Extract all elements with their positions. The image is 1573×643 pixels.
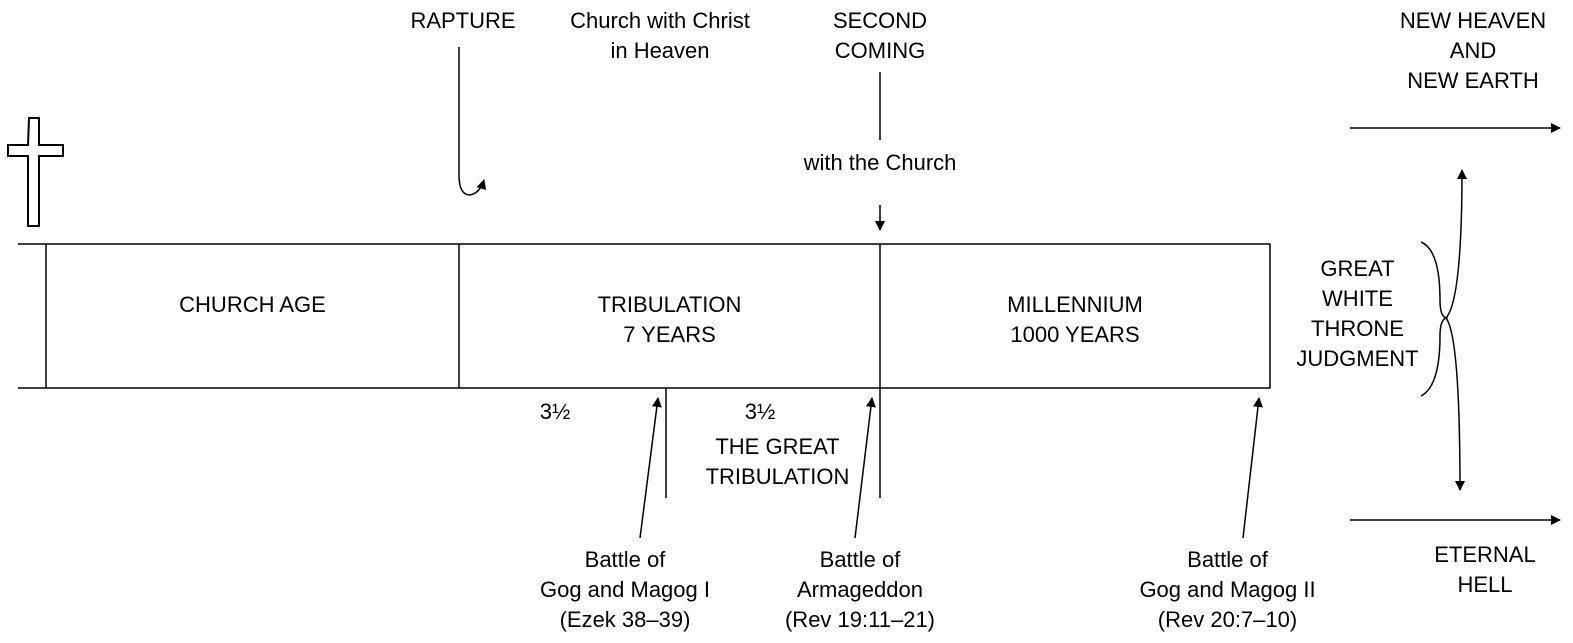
judgment-label: GREAT WHITE THRONE JUDGMENT (1296, 256, 1419, 371)
cross-icon (7, 117, 64, 227)
gog-magog-2-label: Battle of Gog and Magog II (Rev 20:7–10) (1139, 547, 1316, 632)
tribulation-label: TRIBULATION 7 YEARS (597, 292, 742, 347)
rapture-arrow (458, 47, 487, 196)
gog-magog-1-arrow (639, 397, 662, 539)
gog-magog-2-arrow (1242, 397, 1263, 539)
church-age-label: CHURCH AGE (179, 292, 326, 317)
timeline-band (18, 243, 1271, 389)
gog-magog-1-label: Battle of Gog and Magog I (Ezek 38–39) (539, 547, 710, 632)
second-coming-label: SECOND COMING (832, 8, 928, 63)
with-church-label: with the Church (803, 150, 957, 175)
millennium-label: MILLENNIUM 1000 YEARS (1007, 292, 1143, 347)
church-in-heaven-label: Church with Christ in Heaven (570, 8, 750, 63)
second-half-label: 3½ (744, 399, 776, 424)
great-tribulation-label: THE GREAT TRIBULATION (705, 434, 850, 489)
eternal-hell-label: ETERNAL HELL (1434, 542, 1536, 597)
split-arrow-down (1445, 317, 1465, 491)
armageddon-arrow (854, 397, 876, 539)
armageddon-label: Battle of Armageddon (Rev 19:11–21) (784, 547, 935, 632)
tribulation-dividers (665, 388, 881, 498)
new-heaven-label: NEW HEAVEN AND NEW EARTH (1399, 8, 1547, 93)
split-arrow-up (1445, 169, 1467, 319)
first-half-label: 3½ (539, 399, 571, 424)
rapture-label: RAPTURE (410, 8, 516, 33)
